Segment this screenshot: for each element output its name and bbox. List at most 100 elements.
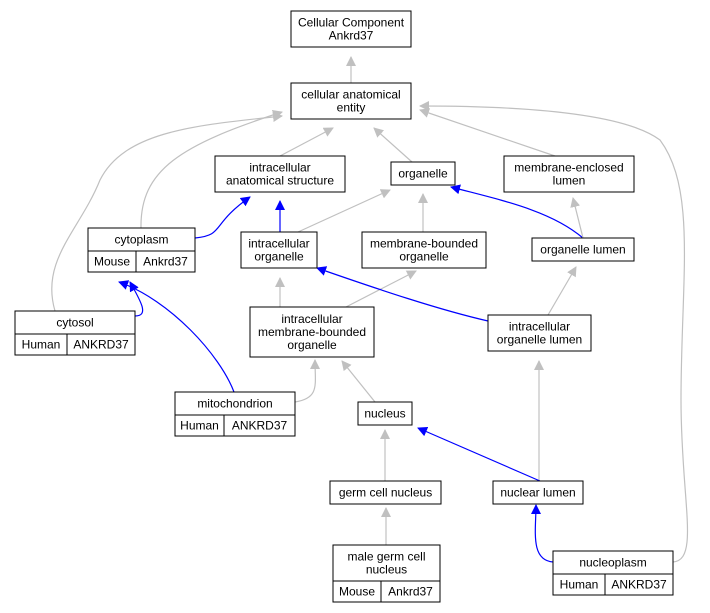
edge-line bbox=[373, 127, 413, 163]
species-tag[interactable]: Human bbox=[174, 414, 225, 437]
tag-box bbox=[604, 573, 674, 596]
tag-box bbox=[66, 333, 136, 356]
edge-cytosol-cae bbox=[51, 112, 283, 312]
node-box bbox=[357, 401, 413, 426]
node-box bbox=[390, 161, 456, 186]
species-tag[interactable]: Human bbox=[14, 333, 68, 356]
edge-imbo-mbo bbox=[345, 270, 417, 308]
node-label: male germ cell bbox=[347, 550, 425, 564]
gene-tag[interactable]: ANKRD37 bbox=[223, 414, 296, 437]
edge-cytoplasm-cae bbox=[140, 110, 283, 229]
tag-box bbox=[380, 580, 441, 603]
node-label: membrane-bounded bbox=[258, 325, 366, 339]
node-label: entity bbox=[337, 101, 366, 115]
node-label: cytosol bbox=[56, 316, 93, 330]
node-label: mitochondrion bbox=[197, 397, 272, 411]
node-box bbox=[361, 231, 487, 269]
species-tag[interactable]: Human bbox=[552, 573, 606, 596]
node-nucleus[interactable]: nucleus bbox=[357, 401, 413, 426]
edge-iol-io bbox=[316, 266, 489, 322]
node-box bbox=[492, 480, 584, 505]
node-gcn[interactable]: germ cell nucleus bbox=[329, 480, 442, 505]
edge-io-organelle bbox=[297, 189, 391, 233]
node-label: cellular anatomical bbox=[301, 88, 400, 102]
tag-label: Ankrd37 bbox=[388, 585, 433, 599]
node-label: nuclear lumen bbox=[500, 486, 575, 500]
node-box bbox=[531, 237, 635, 262]
node-label: nucleus bbox=[366, 563, 407, 577]
node-label: organelle bbox=[254, 250, 304, 264]
node-label: organelle bbox=[398, 167, 448, 181]
tag-label: ANKRD37 bbox=[232, 419, 288, 433]
node-box bbox=[503, 155, 635, 193]
edge-mel-cae bbox=[419, 108, 556, 157]
edge-line bbox=[51, 112, 283, 312]
node-organelle[interactable]: organelle bbox=[390, 161, 456, 186]
node-box bbox=[290, 82, 412, 120]
edge-line bbox=[341, 360, 376, 403]
node-label: organelle lumen bbox=[497, 333, 582, 347]
node-label: Ankrd37 bbox=[329, 29, 374, 43]
species-tag[interactable]: Mouse bbox=[332, 580, 382, 603]
node-box bbox=[487, 314, 592, 352]
node-box bbox=[329, 480, 442, 505]
edge-line bbox=[279, 127, 334, 157]
node-label: intracellular bbox=[281, 312, 342, 326]
node-ol[interactable]: organelle lumen bbox=[531, 237, 635, 262]
edge-line bbox=[419, 108, 556, 157]
node-label: germ cell nucleus bbox=[339, 486, 432, 500]
edge-layer bbox=[51, 56, 689, 563]
species-tag[interactable]: Mouse bbox=[87, 250, 137, 273]
edge-ol-organelle bbox=[450, 184, 584, 239]
node-label: nucleus bbox=[364, 407, 405, 421]
edge-line bbox=[419, 101, 689, 563]
edge-np-nl bbox=[530, 504, 554, 563]
node-box bbox=[290, 10, 412, 48]
tag-label: Ankrd37 bbox=[143, 255, 188, 269]
node-label: organelle bbox=[287, 338, 337, 352]
edge-nl-nucleus bbox=[417, 427, 541, 482]
edge-mito-imbo bbox=[294, 359, 321, 403]
node-label: nucleoplasm bbox=[579, 556, 646, 570]
node-label: organelle bbox=[399, 250, 449, 264]
node-label: intracellular bbox=[509, 320, 570, 334]
edge-line bbox=[345, 270, 417, 308]
edge-line bbox=[450, 184, 584, 239]
gene-tag[interactable]: Ankrd37 bbox=[380, 580, 441, 603]
tag-box bbox=[223, 414, 296, 437]
node-label: Cellular Component bbox=[298, 16, 405, 30]
gene-tag[interactable]: Ankrd37 bbox=[135, 250, 196, 273]
edge-line bbox=[194, 196, 251, 239]
edge-cytoplasm-ias bbox=[194, 196, 251, 239]
node-nl[interactable]: nuclear lumen bbox=[492, 480, 584, 505]
edge-line bbox=[294, 359, 321, 403]
node-label: intracellular bbox=[249, 161, 310, 175]
edge-cytosol-cytoplasm bbox=[129, 281, 144, 317]
edge-line bbox=[530, 504, 554, 563]
gene-tag[interactable]: ANKRD37 bbox=[66, 333, 136, 356]
edge-line bbox=[297, 189, 391, 233]
tag-label: Human bbox=[22, 338, 61, 352]
node-label: membrane-bounded bbox=[370, 237, 478, 251]
gene-tag[interactable]: ANKRD37 bbox=[604, 573, 674, 596]
node-label: anatomical structure bbox=[226, 174, 334, 188]
edge-line bbox=[547, 266, 577, 316]
node-label: intracellular bbox=[248, 237, 309, 251]
node-box bbox=[240, 231, 318, 269]
node-box bbox=[332, 544, 441, 582]
